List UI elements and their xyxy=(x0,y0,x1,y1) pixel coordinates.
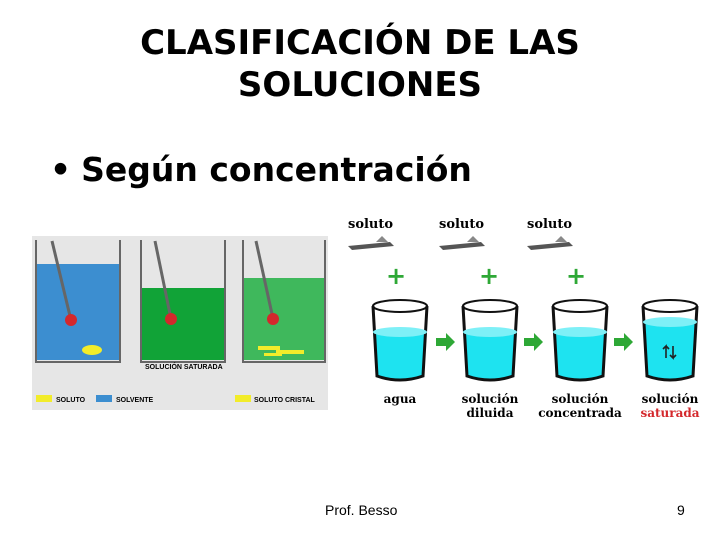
legend-swatch-soluto xyxy=(36,395,52,402)
beaker-agua xyxy=(371,299,429,382)
beaker-caption-diluida-1: solución xyxy=(462,392,519,406)
beaker-caption-saturada-1: solución xyxy=(642,392,699,406)
spoon-icon xyxy=(439,236,485,250)
beaker-caption-agua: agua xyxy=(384,392,417,406)
beakers-illustration: SOLUCIÓN SATURADA SOLUTO SOLVENTE SOLUTO… xyxy=(32,236,328,410)
soluto-label-2: soluto xyxy=(439,217,484,232)
beaker-caption-concentrada-2: concentrada xyxy=(538,406,622,420)
beaker-caption-saturada-2: saturada xyxy=(640,406,699,420)
legend-swatch-solvente xyxy=(96,395,112,402)
beaker-caption-diluida-2: diluida xyxy=(467,406,514,420)
slide-title: CLASIFICACIÓN DE LAS SOLUCIONES xyxy=(100,22,620,106)
arrow-right-icon xyxy=(524,333,543,351)
bullet-text: Según concentración xyxy=(81,150,472,189)
arrow-right-icon xyxy=(436,333,455,351)
soluto-label-1: soluto xyxy=(348,217,393,232)
beaker-cristal xyxy=(242,240,326,363)
footer-author: Prof. Besso xyxy=(325,502,398,518)
equilibrium-arrows-icon xyxy=(662,344,677,360)
bullet-item: •Según concentración xyxy=(50,150,472,189)
spoon-icon xyxy=(348,236,394,250)
beaker-saturada xyxy=(641,299,699,382)
legend-swatch-soluto-cristal xyxy=(235,395,251,402)
soluto-label-3: soluto xyxy=(527,217,572,232)
plus-icon: + xyxy=(566,262,586,290)
arrow-right-icon xyxy=(614,333,633,351)
legend-label-soluto: SOLUTO xyxy=(56,397,86,404)
plus-icon: + xyxy=(386,262,406,290)
slide-title-line2: SOLUCIONES xyxy=(237,65,483,105)
concentration-sequence: soluto soluto soluto + + + xyxy=(340,210,705,425)
caption-solucion-saturada: SOLUCIÓN SATURADA xyxy=(145,362,223,371)
beaker-diluida xyxy=(461,299,519,382)
legend-label-solvente: SOLVENTE xyxy=(116,397,154,404)
plus-icon: + xyxy=(479,262,499,290)
spoon-icon xyxy=(527,236,573,250)
beaker-soluto-disuelto xyxy=(35,240,121,363)
slide-title-line1: CLASIFICACIÓN DE LAS xyxy=(140,23,580,63)
beaker-concentrada xyxy=(551,299,609,382)
footer-page-number: 9 xyxy=(677,502,685,518)
beaker-saturada xyxy=(140,240,226,363)
bullet-dot-icon: • xyxy=(50,150,72,189)
beaker-caption-concentrada-1: solución xyxy=(552,392,609,406)
legend-label-soluto-cristal: SOLUTO CRISTAL xyxy=(254,397,316,404)
